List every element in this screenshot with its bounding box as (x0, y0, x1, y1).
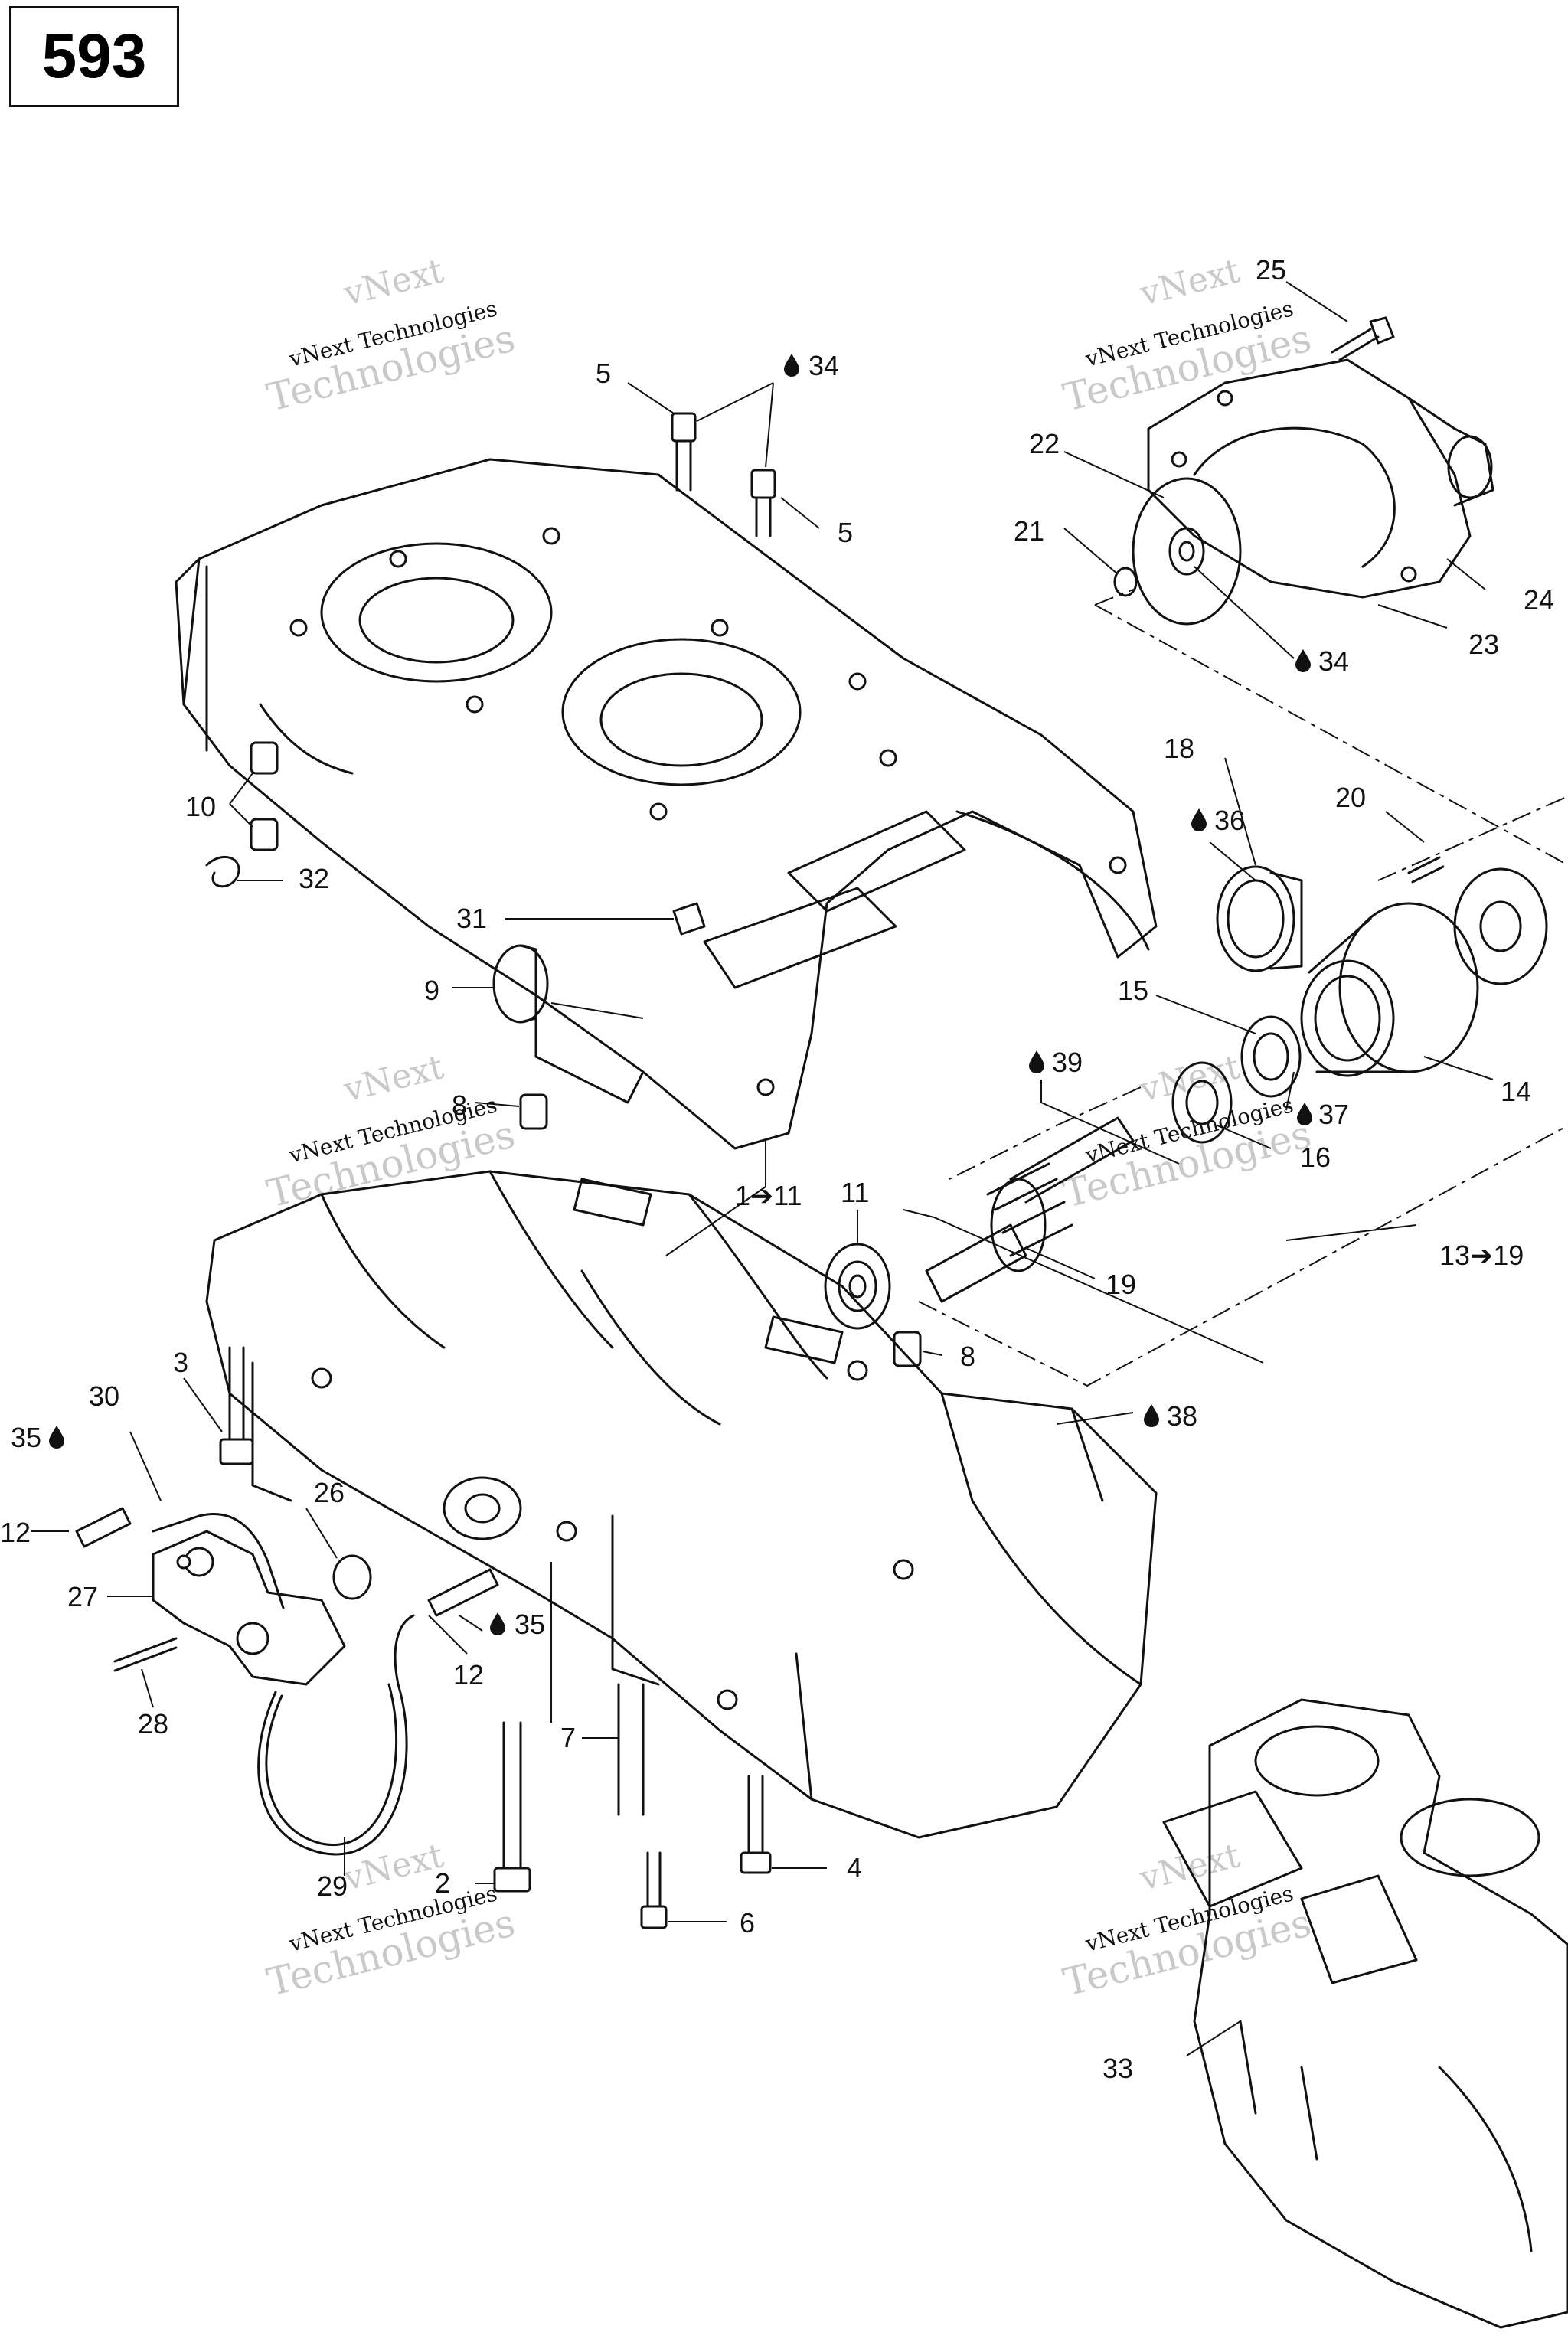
callout-3: 3 (173, 1347, 188, 1378)
callout-22: 22 (1029, 428, 1060, 459)
stud-7 (617, 1683, 645, 1816)
callout-36: 36 (1214, 805, 1245, 836)
seal-20-side (1453, 867, 1548, 985)
watermark-4-line1: vNext (1135, 1047, 1244, 1110)
callout-29: 29 (317, 1870, 348, 1902)
oil-line (152, 1513, 285, 1609)
callout-28: 28 (138, 1708, 168, 1740)
watermark-2-line1: vNext (1135, 251, 1244, 314)
callout-32: 32 (299, 863, 329, 894)
clip-32 (205, 855, 240, 888)
fitting-12b (427, 1568, 499, 1617)
washer-21 (1113, 567, 1138, 597)
bolt-3 (219, 1346, 254, 1465)
watermark-5-line1: vNext (339, 1836, 448, 1899)
callout-31: 31 (456, 903, 487, 934)
watermark-1: vNext vNext Technologies Technologies (263, 251, 519, 420)
callout-15: 15 (1118, 975, 1148, 1006)
callout-34b: 34 (1318, 645, 1349, 677)
callout-5a: 5 (596, 358, 611, 389)
callout-39: 39 (1052, 1047, 1083, 1078)
callout-25: 25 (1256, 254, 1286, 286)
callout-16: 16 (1300, 1142, 1331, 1173)
callout-12a: 12 (0, 1517, 31, 1548)
callout-26: 26 (314, 1477, 345, 1508)
bearing-11 (824, 1243, 891, 1330)
callout-7: 7 (560, 1722, 576, 1753)
ring-15 (1240, 1015, 1302, 1098)
engine-overview (1162, 1698, 1568, 2329)
screw-20 (1407, 856, 1445, 884)
callout-14: 14 (1501, 1076, 1531, 1107)
callout-11: 11 (841, 1177, 869, 1208)
gear-shaft (925, 1116, 1135, 1303)
impeller (1132, 477, 1242, 626)
dowel-8a (519, 1093, 548, 1130)
watermark-5: vNext vNext Technologies Technologies (263, 1836, 519, 2005)
leader-lines (31, 281, 1494, 2056)
watermark-6: vNext vNext Technologies Technologies (1059, 1836, 1315, 2005)
screw-4 (740, 1775, 772, 1874)
callout-2: 2 (435, 1867, 450, 1899)
watermark-3-line1: vNext (339, 1047, 448, 1110)
fitting-31 (672, 902, 706, 936)
dowel-8b (893, 1331, 922, 1367)
callout-20: 20 (1335, 782, 1366, 813)
screw-6 (640, 1851, 668, 1929)
callout-8b: 8 (960, 1341, 975, 1372)
callout-5b: 5 (838, 517, 853, 548)
screw-5b (750, 469, 776, 537)
water-pump-housing (1147, 358, 1494, 599)
callout-34a: 34 (808, 350, 839, 381)
oil-pump (152, 1530, 346, 1686)
callout-9: 9 (424, 975, 439, 1006)
callout-19: 19 (1106, 1269, 1136, 1300)
page-number: 593 (41, 21, 147, 91)
callout-38: 38 (1167, 1400, 1197, 1432)
screw-25 (1331, 316, 1395, 361)
callout-4: 4 (847, 1852, 862, 1883)
callout-23: 23 (1468, 629, 1499, 660)
page-number-box: 593 (9, 6, 179, 107)
watermark-1-line1: vNext (339, 251, 448, 314)
callout-37: 37 (1318, 1099, 1349, 1130)
callout-13-19: 13➔19 (1439, 1240, 1524, 1271)
watermark-3: vNext vNext Technologies Technologies (263, 1047, 519, 1217)
callout-33: 33 (1102, 2053, 1133, 2084)
callout-10: 10 (185, 791, 216, 822)
callout-30: 30 (89, 1380, 119, 1412)
seal-18 (1216, 865, 1303, 972)
callout-1-11: 1➔11 (735, 1180, 802, 1211)
bolt-2 (493, 1721, 531, 1893)
callout-21: 21 (1014, 515, 1044, 547)
callout-27: 27 (67, 1581, 98, 1612)
plug-9 (492, 944, 549, 1024)
o-ring-26 (332, 1554, 372, 1600)
dowel-10 (250, 741, 279, 851)
screw-28 (113, 1637, 178, 1672)
oil-hose (257, 1614, 415, 1856)
upper-crankcase (175, 458, 1158, 1150)
callout-8a: 8 (452, 1089, 467, 1121)
callout-35a: 35 (11, 1422, 41, 1453)
screw-5a (671, 412, 697, 492)
watermark-6-line1: vNext (1135, 1836, 1244, 1899)
bearing-14 (1300, 902, 1479, 1077)
fitting-12a (75, 1507, 132, 1548)
callout-12b: 12 (453, 1659, 484, 1690)
callout-35b: 35 (514, 1609, 545, 1640)
callout-18: 18 (1164, 733, 1194, 764)
callout-24: 24 (1524, 584, 1554, 616)
bearing-16 (1171, 1061, 1233, 1144)
callout-6: 6 (740, 1907, 755, 1939)
